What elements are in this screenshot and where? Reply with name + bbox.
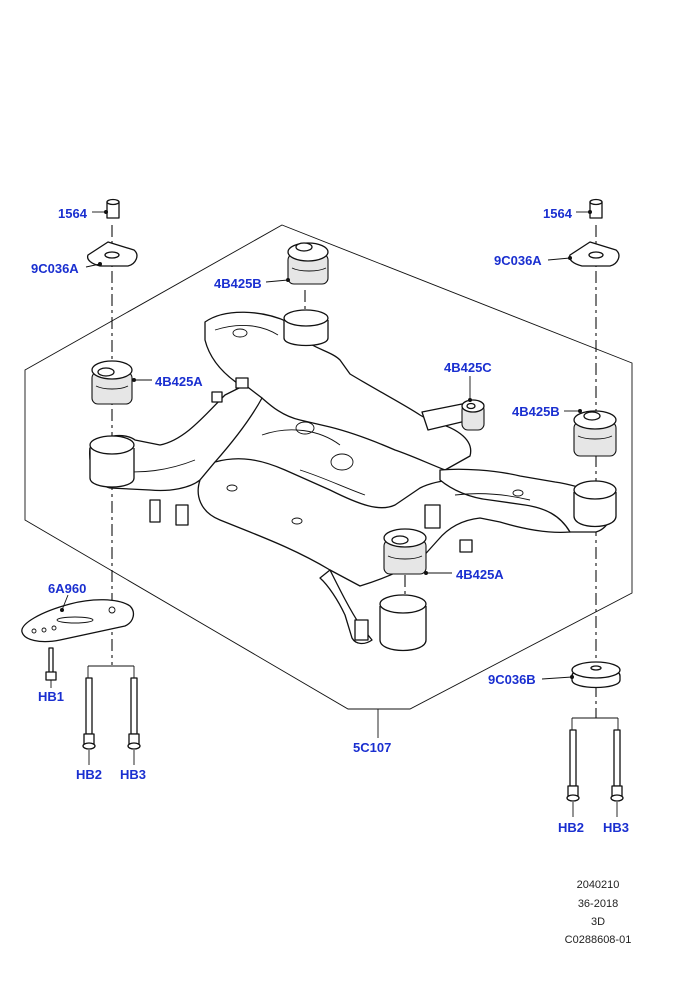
callout-4b425a-bottom[interactable]: 4B425A bbox=[456, 567, 504, 582]
reference-image-id: C0288608-01 bbox=[564, 934, 632, 946]
callout-4b425b-top[interactable]: 4B425B bbox=[214, 276, 262, 291]
sleeve-1564-right[interactable] bbox=[589, 198, 603, 219]
callout-9c036a-left[interactable]: 9C036A bbox=[31, 261, 79, 276]
callout-1564-left[interactable]: 1564 bbox=[58, 206, 87, 221]
reference-code: 2040210 bbox=[576, 879, 620, 891]
callout-6a960[interactable]: 6A960 bbox=[48, 581, 87, 596]
washer-9c036a-left[interactable] bbox=[86, 241, 138, 267]
right-front-mount-boss bbox=[573, 480, 617, 528]
leader-lines bbox=[50, 210, 618, 817]
reference-view: 3D bbox=[590, 916, 606, 928]
callout-4b425b-right[interactable]: 4B425B bbox=[512, 404, 560, 419]
top-rear-mount-boss bbox=[283, 309, 329, 347]
callout-hb2-right[interactable]: HB2 bbox=[558, 820, 585, 835]
bolt-hb2-right[interactable] bbox=[566, 729, 580, 802]
bolt-hb1[interactable] bbox=[45, 647, 57, 681]
callout-9c036a-right[interactable]: 9C036A bbox=[494, 253, 542, 268]
bush-4b425c[interactable] bbox=[461, 399, 485, 431]
sleeve-1564-left[interactable] bbox=[106, 198, 120, 219]
callout-9c036b[interactable]: 9C036B bbox=[488, 672, 536, 687]
callout-hb3-right[interactable]: HB3 bbox=[603, 820, 630, 835]
bracket-6a960[interactable] bbox=[21, 599, 135, 643]
washer-9c036a-right[interactable] bbox=[568, 241, 620, 267]
left-front-mount-boss bbox=[89, 435, 135, 488]
bush-4b425b-top[interactable] bbox=[287, 242, 329, 285]
callout-hb2-left[interactable]: HB2 bbox=[76, 767, 103, 782]
subframe-5c107[interactable] bbox=[89, 311, 614, 645]
callout-hb3-left[interactable]: HB3 bbox=[120, 767, 147, 782]
reference-date: 36-2018 bbox=[577, 898, 619, 910]
bottom-rear-mount-boss bbox=[379, 594, 427, 652]
bush-4b425a-bottom[interactable] bbox=[383, 528, 427, 575]
bolt-hb2-left[interactable] bbox=[82, 677, 96, 750]
callout-5c107[interactable]: 5C107 bbox=[353, 740, 392, 755]
right-bolt-bracket-line bbox=[571, 717, 619, 732]
bush-4b425b-right[interactable] bbox=[573, 410, 617, 457]
bush-4b425a-left[interactable] bbox=[91, 360, 133, 405]
bolt-hb3-right[interactable] bbox=[610, 729, 624, 802]
callout-hb1[interactable]: HB1 bbox=[38, 689, 65, 704]
left-bolt-bracket-line bbox=[87, 665, 135, 680]
bolt-hb3-left[interactable] bbox=[127, 677, 141, 750]
callout-1564-right[interactable]: 1564 bbox=[543, 206, 572, 221]
washer-9c036b[interactable] bbox=[571, 661, 621, 689]
callout-4b425a-left[interactable]: 4B425A bbox=[155, 374, 203, 389]
callout-4b425c[interactable]: 4B425C bbox=[444, 360, 492, 375]
assembly-boundary bbox=[24, 224, 633, 710]
